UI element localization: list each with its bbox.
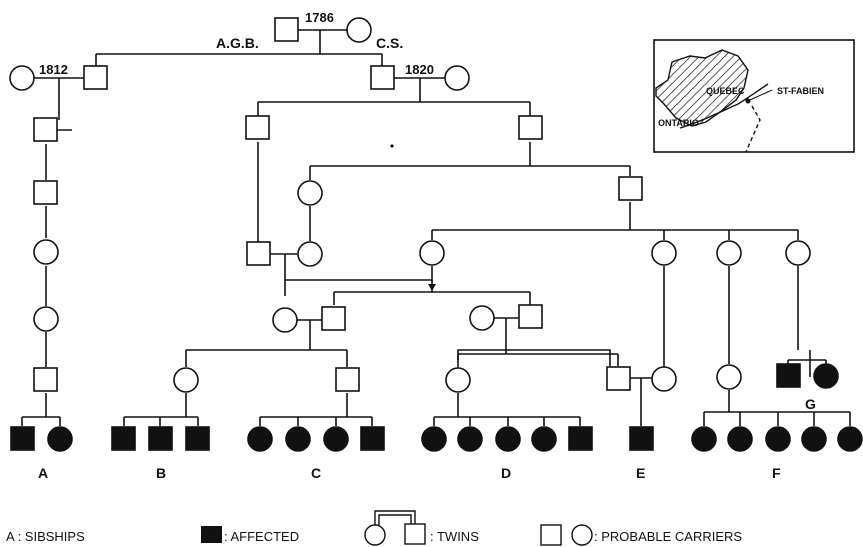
map-label-st-fabien: ST-FABIEN <box>777 86 824 96</box>
carrier-female <box>297 241 323 267</box>
map-label-ontario: ONTARIO <box>658 118 699 128</box>
stray-dot <box>390 144 394 148</box>
st-lawrence-river <box>679 83 769 129</box>
map-inset: QUEBEC ONTARIO ST-FABIEN <box>653 39 855 153</box>
carrier-individuals <box>9 65 811 393</box>
carrier-male <box>33 117 58 142</box>
carrier-male <box>321 306 346 331</box>
affected-female <box>813 363 839 389</box>
carrier-male <box>83 65 108 90</box>
carrier-female <box>716 364 742 390</box>
affected-male <box>111 426 136 451</box>
affected-female <box>247 426 273 452</box>
carrier-female <box>716 240 742 266</box>
carrier-male <box>335 367 360 392</box>
st-fabien-marker <box>745 98 751 104</box>
affected-female <box>691 426 717 452</box>
carrier-female <box>33 239 59 265</box>
sibship-label-d: D <box>501 465 511 481</box>
legend-affected: : AFFECTED <box>224 529 299 544</box>
affected-male <box>360 426 385 451</box>
affected-male <box>10 426 35 451</box>
carrier-male <box>246 241 271 266</box>
border-line <box>745 105 761 153</box>
pedigree-lines <box>21 29 851 426</box>
carrier-female <box>469 305 495 331</box>
affected-female <box>285 426 311 452</box>
carrier-male <box>33 180 58 205</box>
legend-affected-icon <box>201 526 222 543</box>
affected-male <box>185 426 210 451</box>
carrier-female <box>444 65 470 91</box>
affected-female <box>495 426 521 452</box>
affected-female <box>47 426 73 452</box>
sibship-label-a: A <box>38 465 48 481</box>
carrier-male <box>606 366 631 391</box>
carrier-female <box>651 366 677 392</box>
sibship-labels: A B C D E F G <box>38 396 816 481</box>
affected-male <box>148 426 173 451</box>
founder-male <box>274 17 299 42</box>
affected-male <box>568 426 593 451</box>
affected-individuals <box>10 363 863 452</box>
map-label-quebec: QUEBEC <box>706 86 745 96</box>
founders-year: 1786 <box>305 10 334 25</box>
sibship-label-e: E <box>636 465 645 481</box>
affected-female <box>457 426 483 452</box>
carrier-female <box>9 65 35 91</box>
legend-twins-icon <box>364 510 426 546</box>
carrier-female <box>651 240 677 266</box>
legend: A : SIBSHIPS : AFFECTED : TWINS : PROBAB… <box>6 510 742 546</box>
carrier-female <box>272 307 298 333</box>
carrier-male <box>245 115 270 140</box>
affected-female <box>801 426 827 452</box>
right-marriage-year: 1820 <box>405 62 434 77</box>
legend-carriers-icon <box>540 524 593 546</box>
carrier-male <box>518 304 543 329</box>
sibship-label-f: F <box>772 465 781 481</box>
affected-male <box>629 426 654 451</box>
st-fabien-pointer <box>749 89 773 101</box>
affected-female <box>765 426 791 452</box>
legend-carriers: : PROBABLE CARRIERS <box>594 529 742 544</box>
founder-female-label: C.S. <box>376 35 403 51</box>
affected-female <box>531 426 557 452</box>
connector-arrow <box>428 284 436 291</box>
founder-male-label: A.G.B. <box>216 35 259 51</box>
affected-male <box>776 363 801 388</box>
founders-couple: 1786 A.G.B. C.S. <box>216 10 403 51</box>
legend-sibships: A : SIBSHIPS <box>6 529 85 544</box>
carrier-female <box>173 367 199 393</box>
carrier-female <box>419 240 445 266</box>
affected-female <box>421 426 447 452</box>
carrier-male <box>518 115 543 140</box>
carrier-female <box>785 240 811 266</box>
carrier-male <box>370 65 395 90</box>
carrier-female <box>445 367 471 393</box>
sibship-label-g: G <box>805 396 816 412</box>
founder-female <box>346 17 372 43</box>
left-marriage-year: 1812 <box>39 62 68 77</box>
carrier-female <box>33 306 59 332</box>
sibship-label-c: C <box>311 465 321 481</box>
affected-female <box>837 426 863 452</box>
carrier-male <box>33 367 58 392</box>
legend-twins: : TWINS <box>430 529 479 544</box>
affected-female <box>323 426 349 452</box>
sibship-label-b: B <box>156 465 166 481</box>
carrier-female <box>297 180 323 206</box>
carrier-male <box>618 176 643 201</box>
affected-female <box>727 426 753 452</box>
